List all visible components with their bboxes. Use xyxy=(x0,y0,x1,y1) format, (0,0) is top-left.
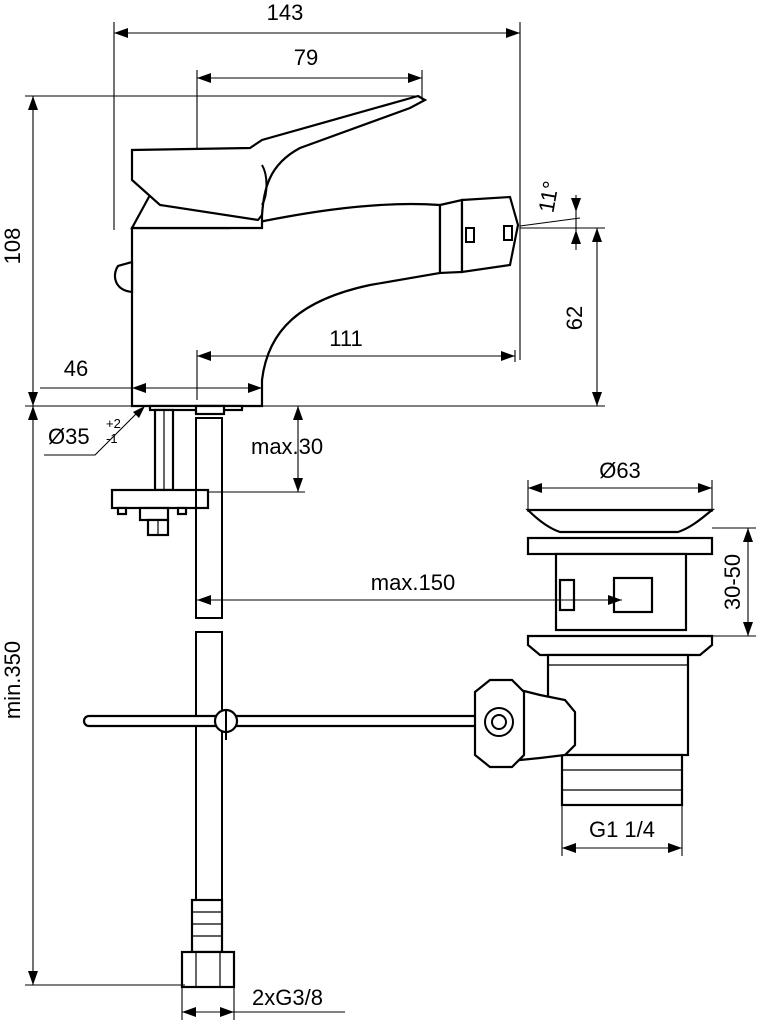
dimension-labels: 143 79 108 11° 62 111 46 Ø35 +2 -1 max.3… xyxy=(0,0,745,1010)
label-hole-tol-plus: +2 xyxy=(106,416,121,431)
label-max-rod: max.150 xyxy=(371,570,455,595)
label-waste-thread: G1 1/4 xyxy=(589,817,655,842)
label-hole-tol-minus: -1 xyxy=(106,431,118,446)
label-waste-range: 30-50 xyxy=(720,554,745,610)
label-overall-width: 143 xyxy=(267,0,304,25)
label-base-offset: 46 xyxy=(64,356,88,381)
waste-assembly xyxy=(473,508,716,807)
label-max-deck: max.30 xyxy=(251,434,323,459)
popup-rod xyxy=(82,708,486,740)
label-height: 108 xyxy=(0,228,25,265)
label-hole-diameter: Ø35 xyxy=(48,424,90,449)
mixer-body xyxy=(113,94,520,412)
label-lever-offset: 79 xyxy=(294,45,318,70)
label-hose-thread: 2xG3/8 xyxy=(252,985,323,1010)
flexible-hose xyxy=(180,404,236,989)
label-hose-length: min.350 xyxy=(0,641,25,719)
mounting-assembly xyxy=(110,408,210,537)
label-spout-height: 62 xyxy=(562,306,587,330)
label-waste-diameter: Ø63 xyxy=(599,458,641,483)
dimension-lines xyxy=(25,22,756,1020)
label-spout-angle: 11° xyxy=(534,179,564,215)
label-spout-reach: 111 xyxy=(329,326,362,351)
